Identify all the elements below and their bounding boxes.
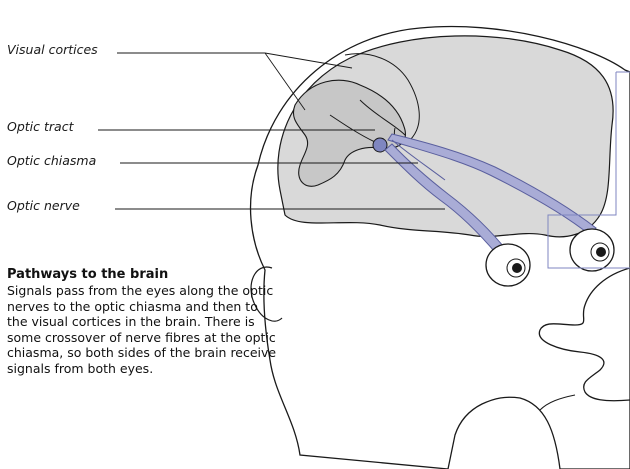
label-optic-tract: Optic tract (7, 119, 73, 134)
caption: Pathways to the brain Signals pass from … (7, 267, 277, 377)
left-eye (486, 244, 530, 286)
label-optic-nerve: Optic nerve (7, 198, 80, 213)
label-visual-cortices: Visual cortices (7, 42, 98, 57)
caption-title: Pathways to the brain (7, 267, 277, 283)
right-eye (570, 229, 614, 271)
leader-visual-cortices-a (265, 53, 305, 110)
label-optic-chiasma: Optic chiasma (7, 153, 96, 168)
caption-body: Signals pass from the eyes along the opt… (7, 283, 277, 377)
